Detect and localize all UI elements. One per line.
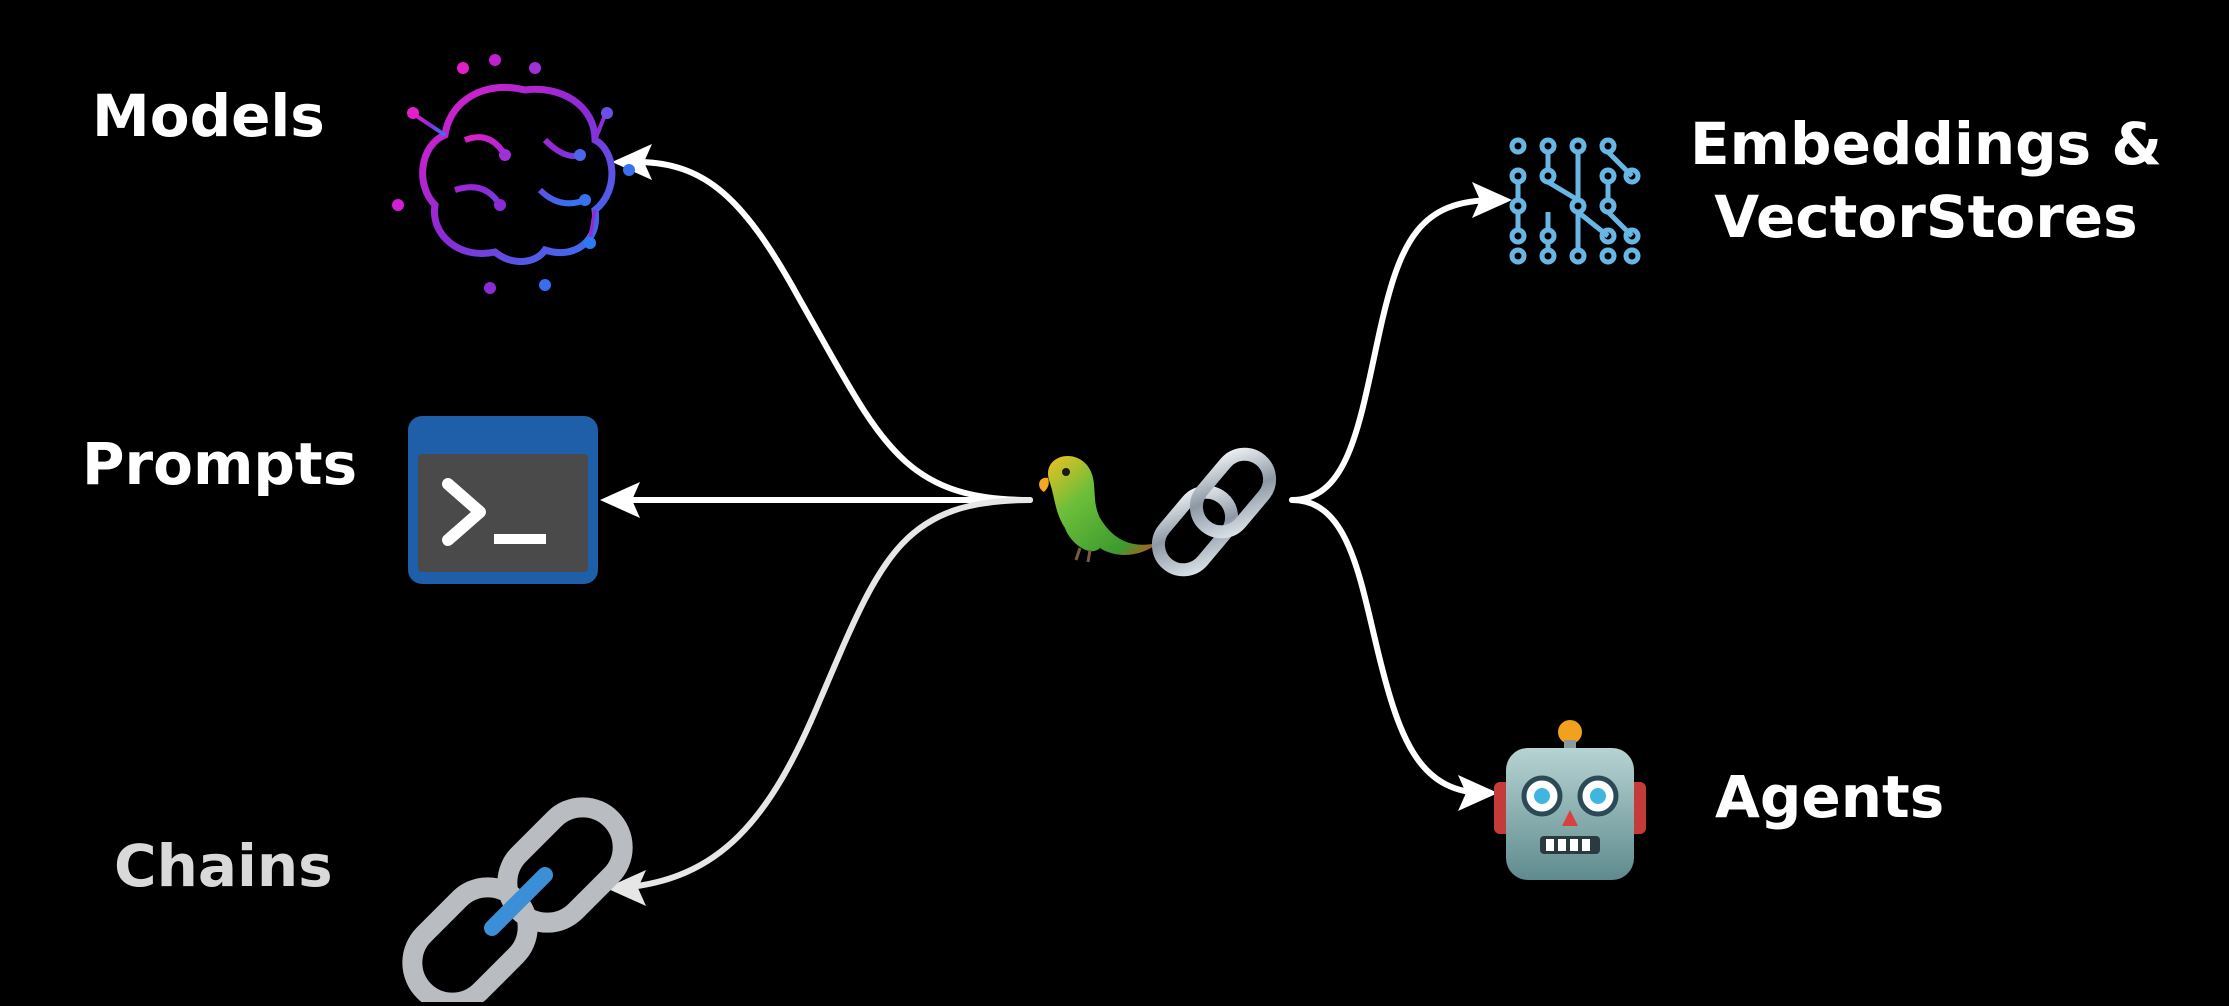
chains-label: Chains bbox=[114, 832, 333, 900]
models-label: Models bbox=[92, 82, 325, 150]
terminal-prompt-icon bbox=[408, 416, 598, 584]
parrot-icon bbox=[1039, 455, 1158, 563]
agents-label: Agents bbox=[1715, 763, 1945, 831]
embeddings-label-line2: VectorStores bbox=[1714, 182, 2138, 251]
arrowhead-prompts bbox=[600, 482, 640, 518]
arrow-heads bbox=[600, 144, 1512, 906]
arrowhead-embeddings bbox=[1472, 182, 1512, 218]
arrowhead-agents bbox=[1458, 775, 1498, 811]
vector-grid-icon bbox=[1509, 137, 1641, 265]
arrowhead-chains bbox=[606, 870, 646, 906]
chain-link-icon bbox=[1151, 447, 1277, 577]
arrow-to-embeddings bbox=[1289, 197, 1498, 503]
arrow-to-agents bbox=[1289, 497, 1483, 796]
arrow-to-chains bbox=[617, 497, 1033, 891]
chain-link-icon bbox=[402, 797, 633, 1006]
robot-icon bbox=[1494, 720, 1646, 880]
neural-brain-icon bbox=[392, 54, 635, 294]
arrow-lines bbox=[617, 158, 1498, 891]
arrowhead-models bbox=[612, 144, 652, 180]
arrow-to-models bbox=[625, 158, 1033, 503]
embeddings-label: Embeddings & VectorStores bbox=[1690, 108, 2162, 253]
prompts-label: Prompts bbox=[82, 430, 358, 498]
embeddings-label-line1: Embeddings & bbox=[1690, 110, 2162, 178]
